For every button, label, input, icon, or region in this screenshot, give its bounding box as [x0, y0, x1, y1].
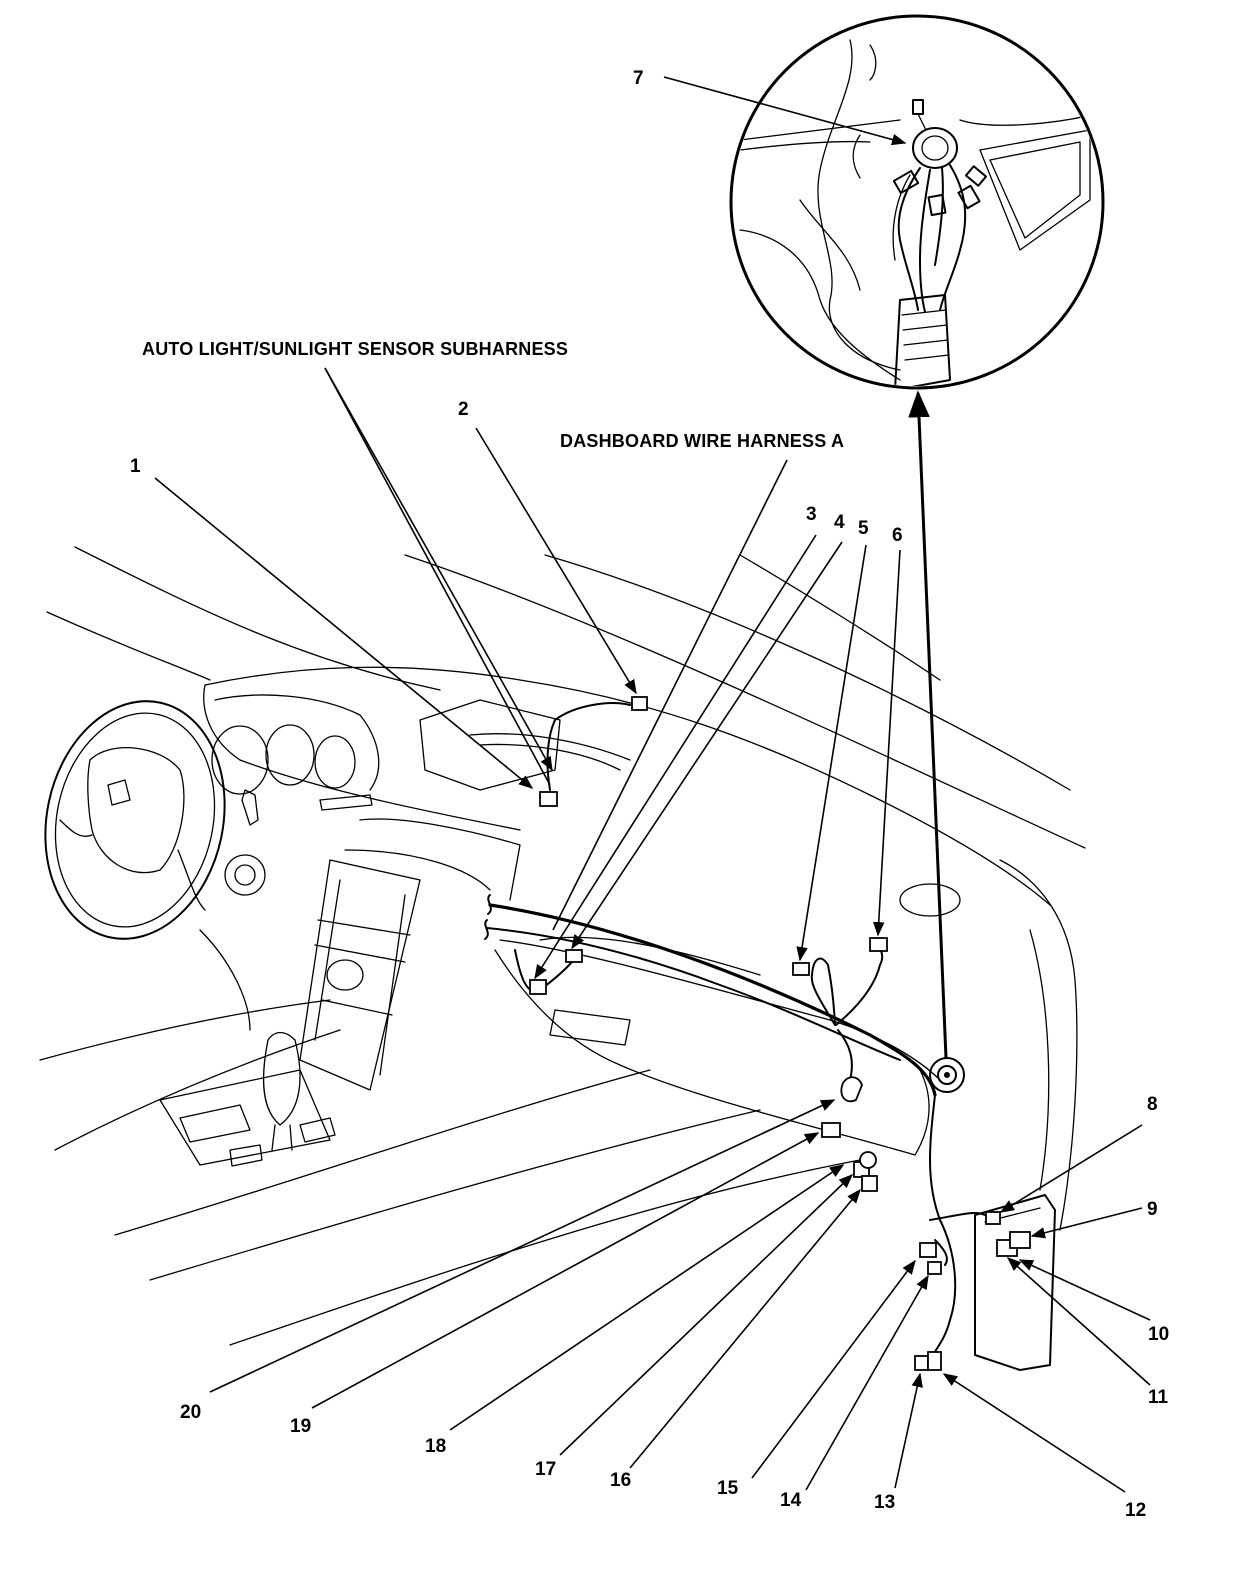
callout-6: 6 [892, 525, 903, 546]
dashboard-harness-label: DASHBOARD WIRE HARNESS A [560, 431, 844, 451]
callout-11: 11 [1148, 1387, 1169, 1408]
callout-18: 18 [425, 1436, 446, 1457]
callout-12: 12 [1125, 1500, 1146, 1521]
callout-2: 2 [458, 399, 469, 420]
callout-15: 15 [717, 1478, 739, 1499]
callout-7: 7 [633, 68, 644, 89]
leader-lines [154, 76, 1151, 1493]
callout-3: 3 [806, 504, 817, 525]
callout-20: 20 [180, 1402, 201, 1423]
callout-9: 9 [1147, 1199, 1158, 1220]
interior-outline [39, 546, 1086, 1346]
detail-inset [729, 14, 1105, 390]
callout-16: 16 [610, 1470, 631, 1491]
callout-1: 1 [130, 456, 141, 477]
callout-17: 17 [535, 1459, 556, 1480]
callout-14: 14 [780, 1490, 802, 1511]
callout-4: 4 [834, 512, 845, 533]
callout-13: 13 [874, 1492, 895, 1513]
callout-5: 5 [858, 518, 869, 539]
connectors [529, 696, 1031, 1371]
callout-10: 10 [1148, 1324, 1169, 1345]
callout-8: 8 [1147, 1094, 1158, 1115]
callout-labels: AUTO LIGHT/SUNLIGHT SENSOR SUBHARNESS DA… [130, 68, 1169, 1521]
sensor-subharness-label: AUTO LIGHT/SUNLIGHT SENSOR SUBHARNESS [142, 339, 568, 359]
callout-19: 19 [290, 1416, 311, 1437]
